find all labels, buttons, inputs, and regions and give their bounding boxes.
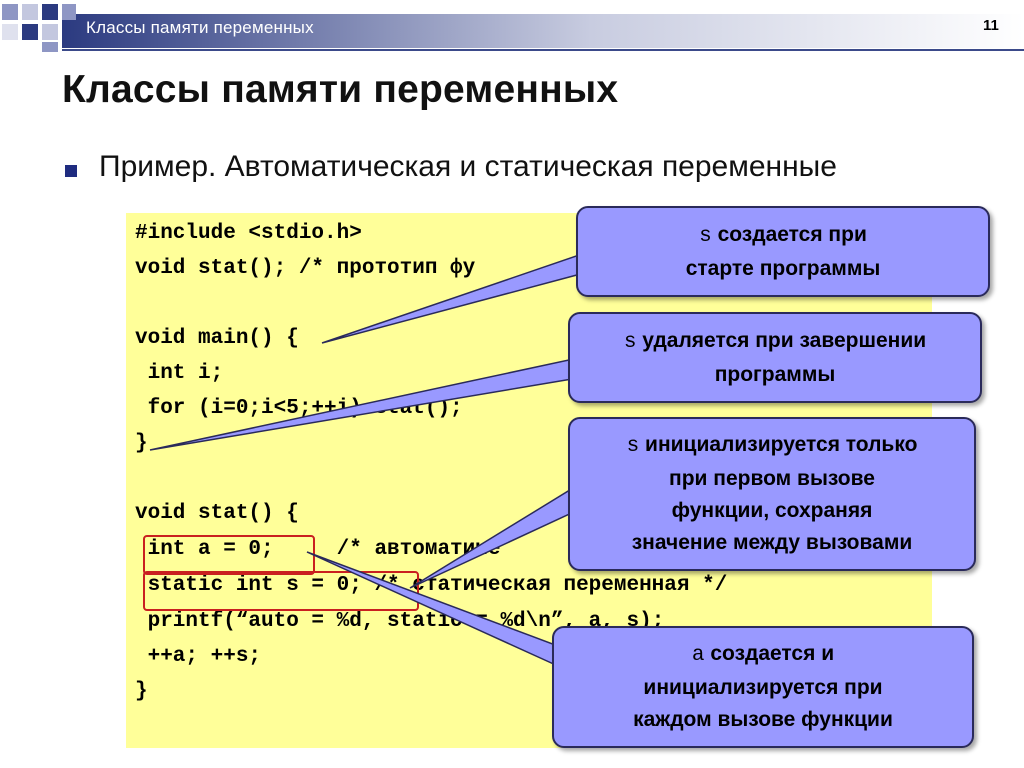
code-line: ++a; ++s;	[135, 645, 262, 668]
pointer-3	[409, 483, 579, 589]
header-band	[62, 14, 1024, 48]
callout-s-initialized: s инициализируется только при первом выз…	[568, 417, 976, 571]
code-line: void stat() {	[135, 502, 299, 525]
bullet-square-icon	[65, 165, 77, 177]
code-line: void main() {	[135, 327, 299, 350]
callout-a-created: a создается и инициализируется при каждо…	[552, 626, 974, 748]
decorative-squares	[2, 4, 76, 52]
code-line: static int s = 0; /* статическая перемен…	[135, 574, 728, 597]
header-title: Классы памяти переменных	[86, 18, 314, 37]
pointer-2	[149, 357, 579, 451]
pointer-1	[321, 250, 589, 344]
code-line: void stat(); /* прототип фу	[135, 257, 476, 280]
code-line: }	[135, 680, 148, 703]
static-var-highlight	[143, 571, 419, 611]
code-line: }	[135, 432, 148, 455]
callout-s-created: s создается при старте программы	[576, 206, 990, 297]
slide-title: Классы памяти переменных	[62, 68, 619, 111]
code-line: printf(“auto = %d, static = %d\n”, a, s)…	[135, 610, 665, 633]
page-number: 11	[983, 17, 999, 34]
callout-s-deleted: s удаляется при завершении программы	[568, 312, 982, 403]
code-line: int i;	[135, 362, 224, 385]
pointer-4	[306, 551, 559, 668]
bullet-text: Пример. Автоматическая и статическая пер…	[99, 150, 837, 183]
code-line: #include <stdio.h>	[135, 222, 362, 245]
header-divider	[62, 49, 1024, 51]
